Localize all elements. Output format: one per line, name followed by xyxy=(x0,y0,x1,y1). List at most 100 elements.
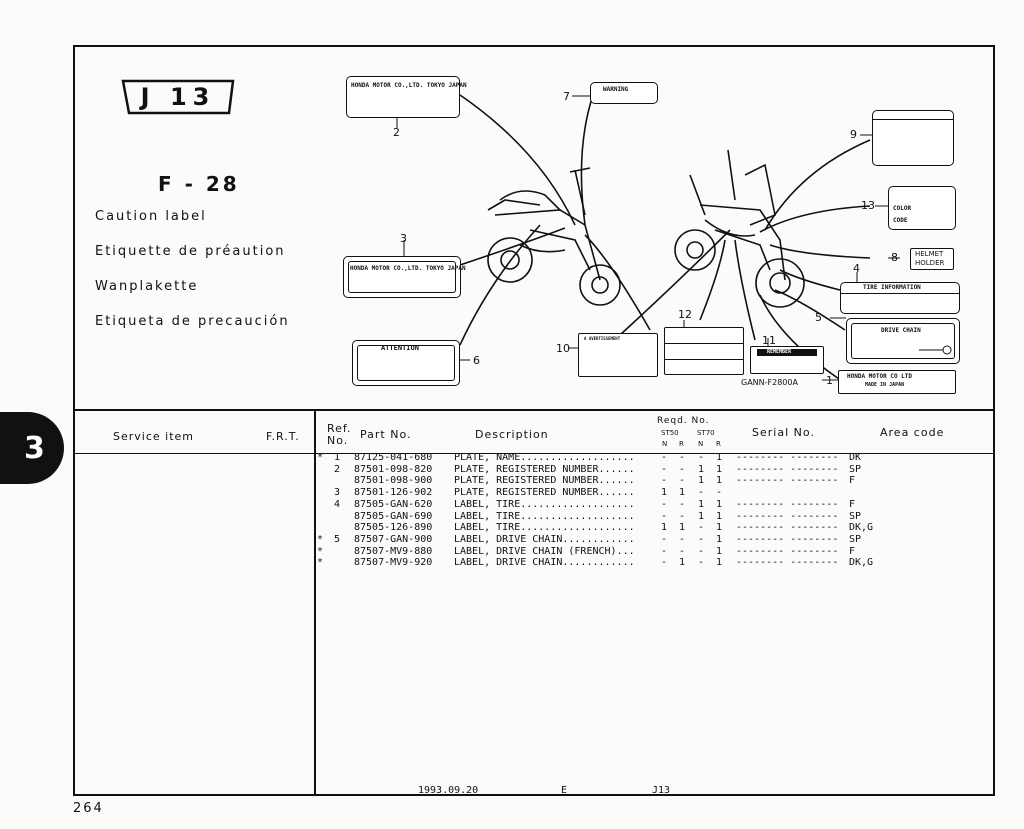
cell-star: * xyxy=(317,533,324,545)
cell-q4: 1 xyxy=(716,522,723,534)
cell-area: F xyxy=(849,498,856,510)
cell-q2: - xyxy=(679,510,686,522)
cell-star: * xyxy=(317,452,324,463)
cell-part: 87501-098-820 xyxy=(354,463,433,475)
cell-q2: - xyxy=(679,463,686,475)
cell-q3: - xyxy=(698,452,705,463)
cell-q3: - xyxy=(698,533,705,545)
cell-part: 87505-126-890 xyxy=(354,522,433,534)
label-attention-6-border xyxy=(357,345,455,381)
label-attention-text: ATTENTION xyxy=(381,344,419,352)
label-color-code-13: COLOR CODE xyxy=(888,186,956,230)
footer-group: J13 xyxy=(652,785,671,796)
cell-q4: 1 xyxy=(716,545,723,557)
cell-q3: - xyxy=(698,487,705,499)
label-helmet-text: HELMET xyxy=(915,250,944,258)
cell-desc: PLATE, REGISTERED NUMBER...... xyxy=(454,487,635,499)
cell-part: 87507-MV9-920 xyxy=(354,557,433,569)
callout-ticks xyxy=(396,95,900,381)
cell-q1: - xyxy=(661,452,668,463)
label-remember-text: REMEMBER xyxy=(767,349,792,355)
cell-q3: 1 xyxy=(698,498,705,510)
figure-number: F - 28 xyxy=(158,172,240,196)
table-header-divider xyxy=(73,453,995,454)
figure-divider xyxy=(73,409,995,411)
table-column-divider xyxy=(314,409,316,796)
header-ref-no-1: Ref. xyxy=(327,422,352,435)
cell-area: F xyxy=(849,475,856,487)
cell-desc: LABEL, DRIVE CHAIN (FRENCH)... xyxy=(454,545,635,557)
cell-q1: - xyxy=(661,475,668,487)
group-code-frame xyxy=(121,79,235,115)
label-panel-12-rule-1 xyxy=(665,343,743,344)
callout-9: 9 xyxy=(850,128,857,141)
header-ref-no-2: No. xyxy=(327,434,349,447)
label-remember-11: REMEMBER xyxy=(750,346,824,374)
leader-lines xyxy=(459,94,871,384)
cell-q3: - xyxy=(698,557,705,569)
caption-german: Wanplakette xyxy=(95,279,199,294)
label-panel-12 xyxy=(664,327,744,375)
label-made-in-line-2: MADE IN JAPAN xyxy=(865,382,905,388)
label-plate-3-text: HONDA MOTOR CO.,LTD. TOKYO JAPAN xyxy=(350,265,466,272)
cell-q1: - xyxy=(661,463,668,475)
cell-part: 87125-041-680 xyxy=(354,452,433,463)
label-holder-text: HOLDER xyxy=(915,259,945,267)
cell-q4: 1 xyxy=(716,557,723,569)
cell-q2: - xyxy=(679,475,686,487)
cell-q2: 1 xyxy=(679,487,686,499)
cell-q1: - xyxy=(661,545,668,557)
cell-serial: -------- -------- xyxy=(736,545,839,557)
cell-serial: -------- -------- xyxy=(736,498,839,510)
cell-part: 87501-098-900 xyxy=(354,475,433,487)
callout-1: 1 xyxy=(826,374,833,387)
header-n1: N xyxy=(662,440,668,448)
callout-3: 3 xyxy=(400,232,407,245)
label-avertissement-text: A AVERTISSEMENT xyxy=(584,336,621,341)
section-tab: 3 xyxy=(0,412,64,484)
cell-q4: 1 xyxy=(716,475,723,487)
page-number: 264 xyxy=(73,801,104,816)
cell-q1: 1 xyxy=(661,522,668,534)
cell-area: SP xyxy=(849,463,862,475)
cell-q2: - xyxy=(679,498,686,510)
label-name-plate-1: HONDA MOTOR CO LTD MADE IN JAPAN xyxy=(838,370,956,394)
label-avertissement-10: A AVERTISSEMENT xyxy=(578,333,658,377)
chain-icon xyxy=(919,345,952,355)
cell-area: SP xyxy=(849,510,862,522)
label-plate-9-rule xyxy=(873,119,953,120)
label-made-in-line-1: HONDA MOTOR CO LTD xyxy=(847,373,913,380)
label-tire-info-4: TIRE INFORMATION xyxy=(840,282,960,314)
caption-spanish: Etiqueta de precaución xyxy=(95,314,290,329)
cell-desc: LABEL, DRIVE CHAIN............ xyxy=(454,557,635,569)
cell-part: 87507-GAN-900 xyxy=(354,533,433,545)
callout-6: 6 xyxy=(473,354,480,367)
cell-q1: - xyxy=(661,510,668,522)
cell-q3: 1 xyxy=(698,475,705,487)
cell-area: F xyxy=(849,545,856,557)
diagram-code: GANN-F2800A xyxy=(741,378,798,387)
cell-ref: 4 xyxy=(334,498,341,510)
cell-q3: - xyxy=(698,545,705,557)
label-plate-9 xyxy=(872,110,954,166)
cell-ref: 5 xyxy=(334,533,341,545)
group-code-box: J 13 xyxy=(121,78,235,116)
cell-part: 87501-126-902 xyxy=(354,487,433,499)
cell-star: * xyxy=(317,545,324,557)
cell-q3: - xyxy=(698,522,705,534)
cell-desc: PLATE, NAME................... xyxy=(454,452,635,463)
callout-10: 10 xyxy=(556,342,570,355)
label-drive-chain-text: DRIVE CHAIN xyxy=(881,327,921,334)
header-area-code: Area code xyxy=(880,426,945,439)
cell-serial: -------- -------- xyxy=(736,452,839,463)
label-tire-info-rule xyxy=(841,293,959,294)
label-plate-3-border xyxy=(348,261,456,293)
right-motorcycle-illustration xyxy=(674,149,805,308)
label-drive-chain-border xyxy=(851,323,955,359)
callout-8: 8 xyxy=(891,251,898,264)
label-warning-text: WARNING xyxy=(603,86,629,93)
label-drive-chain-5: DRIVE CHAIN xyxy=(846,318,960,364)
cell-q4: 1 xyxy=(716,452,723,463)
callout-2: 2 xyxy=(393,126,400,139)
